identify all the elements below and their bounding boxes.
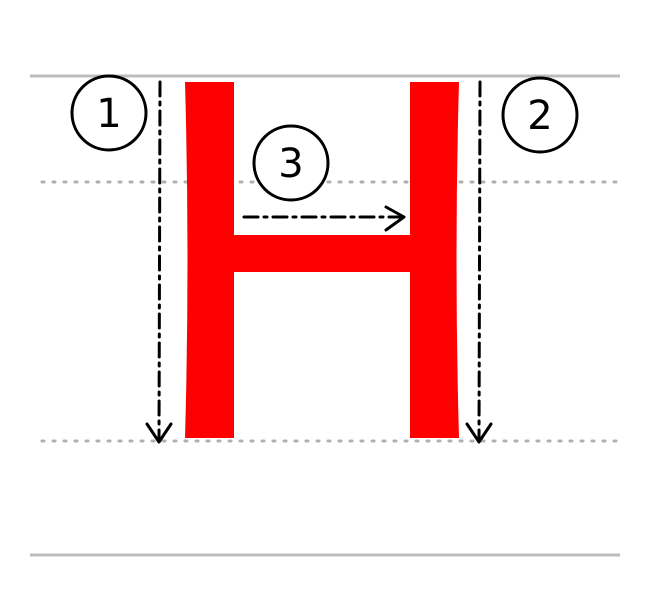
letter-h-glyph: [185, 82, 459, 438]
stroke-3-circle: [252, 124, 330, 202]
stroke-3-arrow: [242, 205, 406, 232]
stroke-1-arrow: [145, 80, 173, 444]
stroke-3-number: 3: [278, 141, 303, 187]
stroke-2-number: 2: [527, 93, 552, 139]
stroke-2-circle: [501, 76, 579, 154]
letter-h-right-stem: [410, 82, 459, 438]
stroke-1-circle: [70, 74, 148, 152]
letter-h-crossbar: [232, 235, 412, 272]
stroke-1-number: 1: [96, 91, 121, 137]
stroke-3-label: 3: [252, 124, 330, 202]
writing-guide-lines: [30, 74, 622, 557]
letter-h-left-stem: [185, 82, 234, 438]
stroke-1-label: 1: [70, 74, 148, 152]
stroke-2-label: 2: [501, 76, 579, 154]
stroke-2-arrow: [465, 80, 493, 444]
